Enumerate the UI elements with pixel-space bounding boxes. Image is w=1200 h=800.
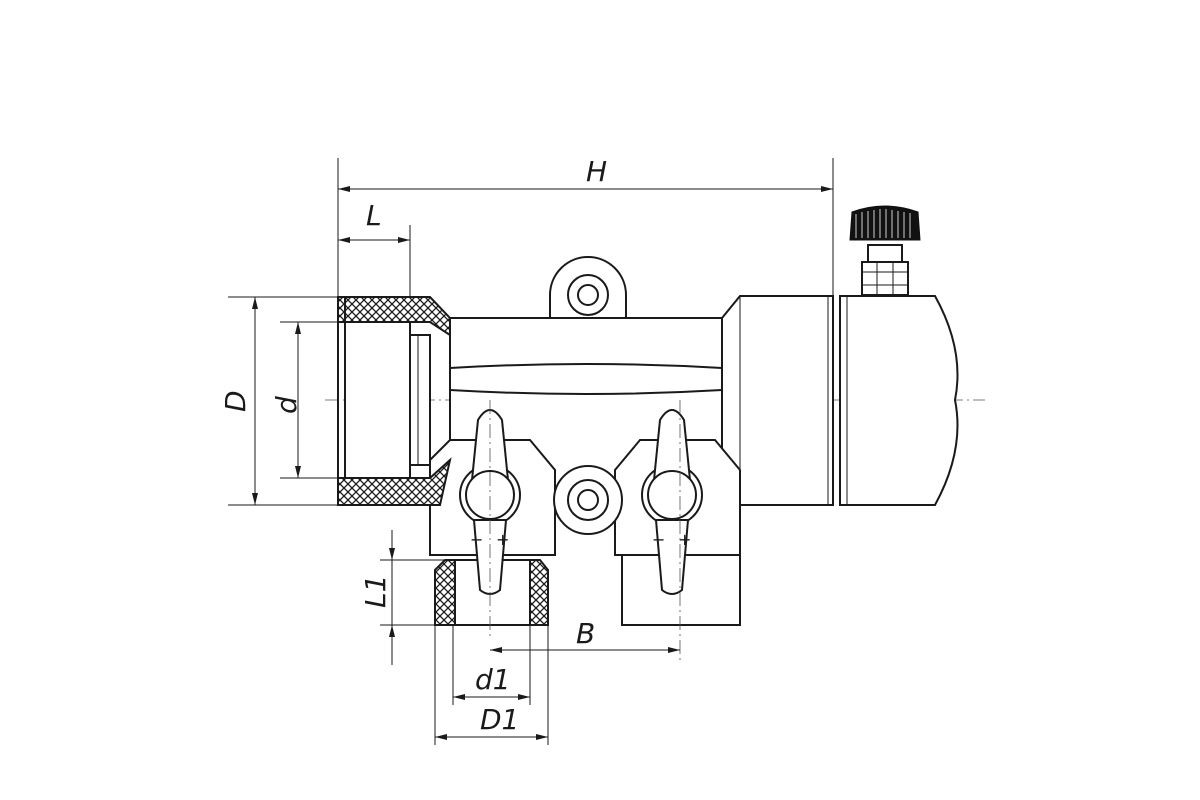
dimension-L: L xyxy=(338,199,411,297)
dimension-d1: d1 xyxy=(452,625,531,705)
valve-plus-mark: + xyxy=(678,530,691,549)
dimension-label-d: d xyxy=(270,396,303,414)
valve-plus-mark: + xyxy=(496,530,509,549)
dimension-label-L: L xyxy=(366,199,382,232)
dimension-D: D xyxy=(219,296,435,506)
valve-minus-mark: − xyxy=(470,530,483,549)
dimension-label-L1: L1 xyxy=(359,575,392,608)
end-cap xyxy=(839,295,959,506)
top-mounting-lug xyxy=(549,256,627,319)
air-vent xyxy=(849,205,921,296)
center-mounting-lug xyxy=(553,465,623,535)
dimension-H: H xyxy=(337,155,834,297)
valve-handle-left[interactable]: − + xyxy=(459,409,521,595)
valve-minus-mark: − xyxy=(652,530,665,549)
dimension-label-D1: D1 xyxy=(480,703,519,736)
dimension-label-H: H xyxy=(586,155,607,188)
inlet-socket-section xyxy=(337,296,452,506)
dimension-D1: D1 xyxy=(434,625,549,745)
valve-handle-right[interactable]: − + xyxy=(641,409,703,595)
dimension-label-D: D xyxy=(219,390,252,412)
dimension-label-B: B xyxy=(576,617,595,650)
dimension-L1: L1 xyxy=(359,530,455,665)
dimension-label-d1: d1 xyxy=(475,663,511,696)
dimension-d: d xyxy=(270,321,345,479)
dimension-B: B xyxy=(490,617,680,653)
